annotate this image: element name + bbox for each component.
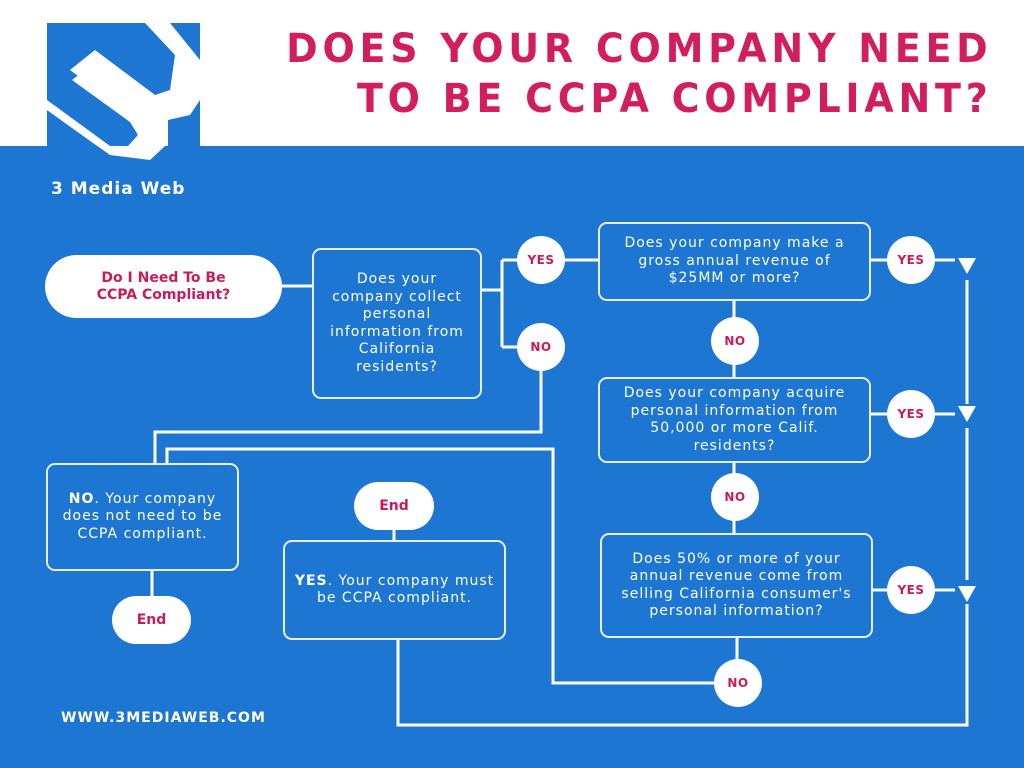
footer-url[interactable]: WWW.3MEDIAWEB.COM — [61, 710, 266, 726]
end-node-no: End — [112, 596, 191, 644]
no-badge-q4: NO — [714, 659, 762, 707]
yes-badge-q3: YES — [887, 390, 935, 438]
question-50-percent-revenue: Does 50% or more of your annual revenue … — [600, 533, 873, 638]
result-no-bold: NO — [68, 490, 95, 507]
result-not-required-text: NO. Your company does not need to be CCP… — [56, 491, 229, 544]
title-line-2: TO BE CCPA COMPLIANT? — [356, 76, 992, 122]
yes-badge-q2: YES — [887, 236, 935, 284]
question-gross-revenue: Does your company make a gross annual re… — [598, 222, 871, 301]
result-yes-bold: YES — [294, 572, 328, 589]
result-required-text: YES. Your company must be CCPA compliant… — [293, 573, 496, 608]
end-node-yes: End — [354, 482, 434, 530]
no-badge-q3: NO — [711, 473, 759, 521]
result-yes-rest: . Your company must be CCPA compliant. — [316, 572, 495, 607]
result-required: YES. Your company must be CCPA compliant… — [283, 540, 506, 640]
no-badge-q2: NO — [711, 317, 759, 365]
title-line-1: DOES YOUR COMPANY NEED — [285, 26, 992, 72]
result-no-rest: . Your company does not need to be CCPA … — [62, 490, 223, 542]
page-title: DOES YOUR COMPANY NEED TO BE CCPA COMPLI… — [286, 24, 992, 124]
no-badge-q1: NO — [517, 323, 565, 371]
yes-badge-q1: YES — [517, 236, 565, 284]
brand-name: 3 Media Web — [51, 179, 186, 199]
yes-badge-q4: YES — [887, 566, 935, 614]
question-50000-residents: Does your company acquire personal infor… — [598, 377, 871, 463]
start-node: Do I Need To Be CCPA Compliant? — [45, 255, 282, 318]
question-collect-personal-info: Does your company collect personal infor… — [312, 248, 482, 399]
logo-icon — [47, 23, 220, 180]
result-not-required: NO. Your company does not need to be CCP… — [46, 463, 239, 571]
